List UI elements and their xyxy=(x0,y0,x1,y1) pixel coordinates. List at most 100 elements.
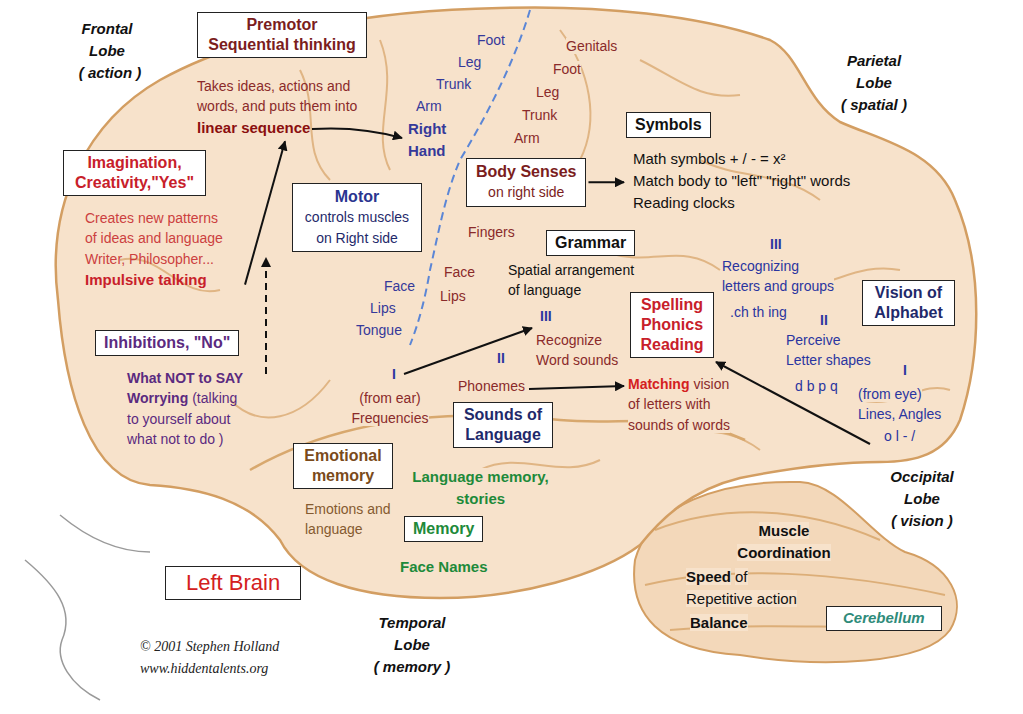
pointer-arrow xyxy=(404,328,532,374)
text-row: Grammar xyxy=(546,230,648,256)
label-group: Tongue xyxy=(356,320,402,340)
area-label: Foot xyxy=(477,32,505,48)
label-group: Arm xyxy=(514,128,540,148)
box-heading: Body Senses xyxy=(476,163,576,180)
copyright-note: www.hiddentalents.org xyxy=(140,661,268,676)
text-row: Vision of Alphabet xyxy=(862,280,955,326)
label-group: ( action ) xyxy=(70,62,150,84)
label-group: Occipital Lobe xyxy=(886,466,958,510)
area-label: Arm xyxy=(514,130,540,146)
box-text: Math symbols + / - = x² xyxy=(633,150,786,167)
area-label: Recognizing letters and groups xyxy=(722,258,834,294)
area-label: Foot xyxy=(553,61,581,77)
label-group: Fingers xyxy=(468,222,515,242)
text-row: Math symbols + / - = x² xyxy=(633,148,850,170)
label-group: Foot xyxy=(553,59,581,79)
lobe-label: Frontal Lobe xyxy=(82,20,133,59)
box-text: on right side xyxy=(488,184,564,200)
text-row: Impulsive talking xyxy=(85,269,241,291)
box-text: Spatial arrangement of language xyxy=(508,262,634,298)
box-text: Emotions and language xyxy=(305,501,391,537)
box-text: linear sequence xyxy=(197,119,310,136)
lobe-label: ( vision ) xyxy=(891,512,953,529)
text-row: Sounds of Language xyxy=(453,402,553,448)
arrow-connector xyxy=(245,141,285,284)
text-row: Left Brain xyxy=(165,566,301,600)
text-row: Motor xyxy=(302,187,412,207)
label-group: II xyxy=(497,348,505,368)
label-group: ( memory ) xyxy=(370,656,454,678)
labelled-box: Motorcontrols muscles on Right side xyxy=(292,183,422,252)
area-label: o l - / xyxy=(884,428,915,444)
brain-fold xyxy=(380,40,390,170)
area-label: Face Names xyxy=(400,558,488,575)
text-row: Emotions and language xyxy=(305,499,400,540)
label-group: www.hiddentalents.org xyxy=(140,658,268,679)
text-row: Premotor Sequential thinking xyxy=(197,12,372,58)
callout-number: II xyxy=(497,350,505,366)
area-label: Matching xyxy=(628,376,689,392)
callout-box: Cerebellum xyxy=(826,606,942,631)
callout-number: III xyxy=(770,236,782,252)
label-group: III xyxy=(770,234,782,254)
label-group: Face xyxy=(444,262,475,282)
label-group: Right Hand xyxy=(408,118,458,162)
box-text: Impulsive talking xyxy=(85,271,207,288)
pointer-arrow xyxy=(716,362,870,444)
text-row: Cerebellum xyxy=(826,606,942,631)
callout-box: Inhibitions, "No"What NOT to SAYWorrying… xyxy=(95,330,295,449)
label-group: ( vision ) xyxy=(880,510,964,532)
area-label: Lips xyxy=(440,288,466,304)
callout-box: Vision of Alphabet xyxy=(862,280,955,326)
area-label: Face xyxy=(444,264,475,280)
label-group: Face Names xyxy=(400,556,488,578)
callout-box: Emotional memoryEmotions and language xyxy=(293,443,403,540)
text-row: Spatial arrangement of language xyxy=(508,260,640,301)
label-group: Temporal Lobe xyxy=(376,612,448,656)
area-label: Phonemes xyxy=(458,378,525,394)
lobe-label: Temporal Lobe xyxy=(379,614,446,653)
area-label: Leg xyxy=(536,84,559,100)
label-group: (from eye) Lines, Angles xyxy=(858,384,946,425)
label-group: .ch th ing xyxy=(730,302,787,322)
cerebrum-outline xyxy=(56,7,976,598)
box-heading: Symbols xyxy=(626,112,711,138)
area-label: Arm xyxy=(416,98,442,114)
brain-fold xyxy=(640,60,740,96)
area-label: Balance xyxy=(690,614,748,631)
lobe-label: ( memory ) xyxy=(374,658,451,675)
label-group: II xyxy=(820,310,828,330)
text-row: on right side xyxy=(476,182,576,202)
box-heading: Inhibitions, "No" xyxy=(95,330,239,356)
lobe-label: ( spatial ) xyxy=(841,96,907,113)
text-row: What NOT to SAY xyxy=(127,368,295,388)
callout-box: Left Brain xyxy=(165,566,301,600)
callout-number: I xyxy=(392,366,396,382)
text-row: Takes ideas, actions and words, and puts… xyxy=(197,76,362,117)
text-row: Body Senses xyxy=(476,162,576,182)
box-heading: Premotor Sequential thinking xyxy=(197,12,367,58)
face-outline xyxy=(60,515,150,552)
text-row: Memory xyxy=(404,516,483,542)
area-label: Speed xyxy=(686,568,731,585)
area-label: Language memory, stories xyxy=(412,468,548,507)
box-heading: Spelling Phonics Reading xyxy=(630,292,714,358)
text-row: linear sequence xyxy=(197,117,372,139)
box-text: Takes ideas, actions and words, and puts… xyxy=(197,78,357,114)
label-group: Arm xyxy=(416,96,442,116)
label-group: © 2001 Stephen Holland xyxy=(140,636,279,657)
label-group: Matchingvision of letters with sounds of… xyxy=(628,374,736,435)
label-group: ( spatial ) xyxy=(832,94,916,116)
box-heading: Cerebellum xyxy=(826,606,942,631)
label-group: I xyxy=(903,360,907,380)
label-group: o l - / xyxy=(884,426,915,446)
label-group: I xyxy=(392,364,396,384)
text-row: Match body to "left" "right" words xyxy=(633,170,850,192)
label-group: Perceive Letter shapes xyxy=(786,330,874,371)
callout-number: II xyxy=(820,312,828,328)
text-row: Imagination, Creativity,"Yes" xyxy=(63,150,241,196)
label-group: Leg xyxy=(458,52,481,72)
box-text: What NOT to SAY xyxy=(127,370,243,386)
text-row: controls muscles on Right side xyxy=(302,207,412,248)
